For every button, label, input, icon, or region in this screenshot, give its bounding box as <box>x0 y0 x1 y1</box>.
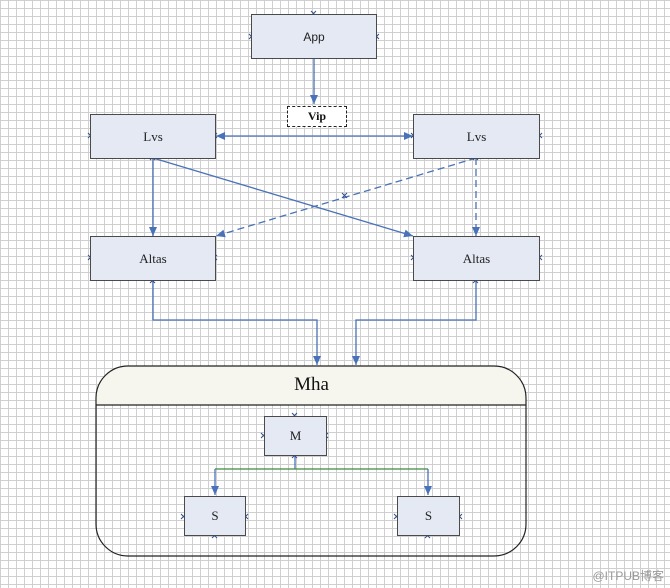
edge-lvs-left-altas-right <box>152 157 414 238</box>
mha-title: Mha <box>294 374 329 395</box>
edge-master-slaves <box>211 456 432 495</box>
slave-right-node: S <box>397 496 460 536</box>
altas-right-node: Altas <box>413 236 540 281</box>
watermark: @ITPUB博客 <box>592 569 664 583</box>
mha-container <box>95 365 527 557</box>
lvs-right-node: Lvs <box>413 114 540 159</box>
edge-altas-left-mha <box>152 281 321 365</box>
vip-node: Vip <box>287 106 347 127</box>
app-node: App <box>251 14 377 59</box>
lvs-left-node: Lvs <box>90 114 216 159</box>
altas-left-node: Altas <box>90 236 216 281</box>
master-node: M <box>264 416 327 456</box>
slave-left-node: S <box>184 496 246 536</box>
edge-altas-right-mha <box>352 281 477 365</box>
